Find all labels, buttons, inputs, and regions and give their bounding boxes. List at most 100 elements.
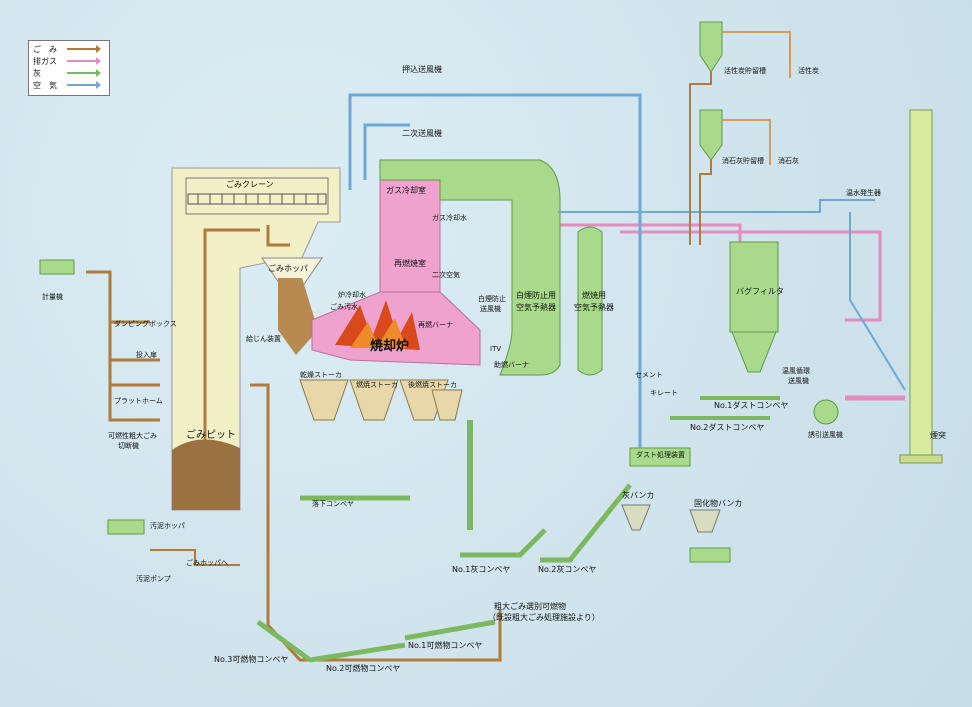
label-platform: プラットホーム: [114, 397, 163, 405]
stoker-hopper-2: [349, 379, 399, 421]
label-bulky-cutter-2: 切断機: [118, 442, 139, 450]
label-no1-ash-conv: No.1灰コンベヤ: [452, 565, 511, 574]
legend-label-gas: 排ガス: [33, 57, 57, 66]
label-pit: ごみピット: [186, 430, 236, 441]
label-solid-bunker: 固化物バンカ: [694, 499, 743, 508]
label-no2-comb-conv: No.2可燃物コンベヤ: [326, 664, 401, 673]
refuse-line-pit-up: [203, 228, 260, 440]
label-chimney: 煙突: [930, 431, 946, 440]
label-white-smoke-heater-1: 白煙防止用: [516, 291, 556, 300]
chimney-body: [909, 109, 933, 461]
pit-waste: [172, 439, 240, 510]
legend-label-refuse: ご み: [33, 45, 57, 54]
label-warm-air-unit: 温水発生器: [846, 189, 881, 197]
bag-filter: [729, 241, 779, 333]
label-dust-treatment: ダスト処理装置: [636, 451, 685, 459]
label-no3-comb-conv: No.3可燃物コンベヤ: [214, 655, 289, 664]
label-dry-stoker: 乾燥ストーカ: [300, 371, 342, 379]
label-crane: ごみクレーン: [226, 180, 274, 189]
legend-line-air: [67, 81, 101, 89]
chimney-base: [899, 454, 943, 464]
label-post-stoker: 後燃焼ストーカ: [408, 381, 457, 389]
conveyor-ash-1: [460, 528, 547, 558]
ash-bunker-shape: [621, 504, 651, 531]
dust-treatment-box: [629, 447, 691, 467]
label-no2-dust-conv: No.2ダストコンベヤ: [690, 423, 765, 432]
gas-reburn-chamber: [379, 179, 441, 293]
label-no1-dust-conv: No.1ダストコンベヤ: [714, 401, 789, 410]
label-reburn-room: 再燃焼室: [394, 259, 426, 268]
label-activated-carbon: 活性炭: [798, 67, 819, 75]
label-secondary-air: 二次空気: [432, 271, 460, 279]
label-furnace: 焼却炉: [370, 339, 410, 354]
label-gas-cooling-room: ガス冷却室: [386, 186, 426, 195]
label-no1-comb-conv: No.1可燃物コンベヤ: [408, 641, 483, 650]
refuse-line-crane: [266, 225, 290, 247]
silo-lime: [699, 109, 723, 161]
label-cement: セメント: [635, 371, 663, 379]
silo-carbon: [699, 21, 723, 73]
label-ash-bunker: 灰バンカ: [622, 491, 655, 500]
chute-waste: [278, 278, 318, 355]
label-bulky-sort-2: （既設粗大ごみ処理施設より）: [488, 613, 600, 622]
label-lime-silo: 消石灰貯留槽: [722, 157, 764, 165]
air-heater-tower: [577, 226, 603, 376]
label-itv: ITV: [490, 345, 502, 353]
silo-feed: [722, 31, 791, 165]
label-bag-filter: バグフィルタ: [736, 287, 784, 296]
stoker-hopper-1: [299, 379, 349, 421]
label-gas-cooling-water: ガス冷却水: [432, 214, 467, 222]
legend-line-ash: [67, 69, 101, 77]
legend-line-gas: [67, 57, 101, 65]
solid-bunker-shape: [689, 509, 721, 533]
legend-line-refuse: [67, 45, 101, 53]
air-line-secondary: [363, 123, 410, 180]
silo-lines: [689, 72, 712, 245]
air-line-top: [558, 199, 875, 213]
truck: [689, 547, 731, 563]
label-sludge-water: ごみ汚水: [330, 303, 358, 311]
label-drip: 給じん装置: [246, 335, 281, 343]
furnace-flames-2: [350, 318, 406, 348]
label-sludge-pump: 汚泥ポンプ: [136, 575, 171, 583]
sludge-truck: [107, 519, 145, 535]
legend-label-ash: 灰: [33, 69, 41, 78]
label-aux-burner: 助燃バーナ: [494, 361, 529, 369]
label-input-door: 投入扉: [136, 351, 157, 359]
label-warm-fan-1: 温風循環: [782, 367, 810, 375]
legend-label-air: 空 気: [33, 81, 57, 90]
conveyor-comb-1: [404, 619, 496, 641]
conveyor-ash-2: [540, 483, 632, 563]
label-white-smoke-fan-2: 送風機: [480, 305, 501, 313]
weigh-truck: [39, 259, 75, 275]
label-no2-ash-conv: No.2灰コンベヤ: [538, 565, 597, 574]
conveyor-comb-3: [256, 619, 312, 663]
label-bulky-cutter-1: 可燃性粗大ごみ: [108, 432, 157, 440]
label-scale-hopper: 汚泥ホッパ: [150, 522, 185, 530]
legend: ご み 排ガス 灰 空 気: [28, 40, 110, 96]
label-drop-conveyor: 落下コンベヤ: [312, 500, 354, 508]
label-burner-reburn: 再燃バーナ: [418, 321, 453, 329]
label-white-smoke-fan-1: 白煙防止: [478, 295, 506, 303]
bag-filter-hopper: [731, 331, 777, 373]
label-drain-cool: 炉冷却水: [338, 291, 366, 299]
label-warm-fan-2: 送風機: [788, 377, 809, 385]
refuse-line-weigh: [86, 270, 160, 422]
label-push-fan: 押込送風機: [402, 65, 442, 74]
label-lime: 消石灰: [778, 157, 799, 165]
label-secondary-fan: 二次送風機: [402, 129, 442, 138]
air-line-push: [348, 93, 642, 450]
label-white-smoke-heater-2: 空気予熱器: [516, 303, 556, 312]
boiler-tower: [379, 159, 561, 376]
induced-fan-shape: [813, 399, 839, 425]
label-weigh: 計量機: [42, 293, 63, 301]
label-bulky-sort-1: 粗大ごみ選別可燃物: [494, 602, 566, 611]
label-induced-fan: 誘引送風機: [808, 431, 843, 439]
stoker-hopper-4: [431, 389, 463, 421]
label-activated-carbon-silo: 活性炭貯留槽: [724, 67, 766, 75]
air-line-warm: [849, 212, 906, 391]
label-to-hopper: ごみホッパへ: [186, 559, 228, 567]
refuse-line-sludge: [150, 549, 240, 566]
